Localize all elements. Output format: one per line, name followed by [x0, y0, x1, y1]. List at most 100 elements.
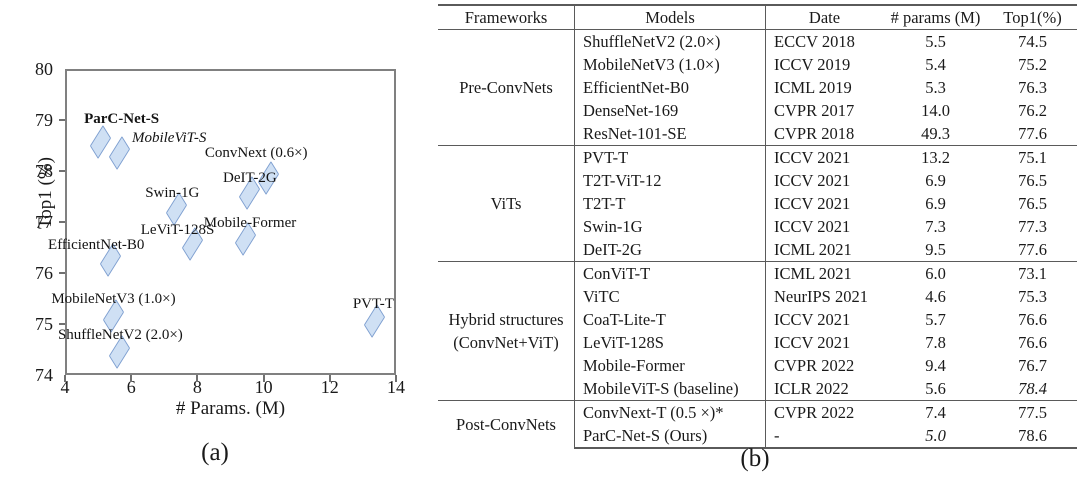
- cell-top1: 76.6: [1018, 333, 1047, 352]
- cell-params: 7.8: [925, 333, 946, 352]
- cell-model: PVT-T: [574, 145, 766, 169]
- cell-top1: 76.3: [1018, 78, 1047, 97]
- x-axis-title: # Params. (M): [175, 398, 286, 419]
- data-point-label: MobileNetV3 (1.0×): [51, 290, 176, 307]
- cell-model: EfficientNet-B0: [574, 76, 766, 99]
- y-tick-label: 75: [35, 314, 53, 334]
- cell-params: 7.4: [883, 400, 988, 424]
- cell-params: 49.3: [921, 124, 950, 143]
- cell-date: ICCV 2019: [765, 53, 883, 76]
- figure-a-caption: (a): [201, 439, 229, 466]
- cell-model: ConViT-T: [574, 261, 766, 285]
- cell-params: 6.0: [883, 261, 988, 285]
- cell-model: ParC-Net-S (Ours): [574, 424, 766, 449]
- cell-params: 5.7: [925, 310, 946, 329]
- x-tick-label: 4: [60, 377, 70, 397]
- cell-date: CVPR 2018: [765, 122, 883, 146]
- cell-top1: 75.2: [1018, 55, 1047, 74]
- framework-group-label-line: Hybrid structures: [448, 310, 564, 329]
- x-tick-label: 6: [126, 377, 136, 397]
- data-point-label: MobileViT-S: [131, 129, 207, 146]
- y-tick-label: 79: [35, 110, 53, 130]
- cell-params: 6.9: [925, 171, 946, 190]
- y-tick-label: 76: [35, 263, 53, 283]
- cell-params: 13.2: [883, 145, 988, 169]
- cell-top1: 77.5: [988, 400, 1077, 424]
- cell-model: ShuffleNetV2 (2.0×): [574, 29, 766, 53]
- cell-params: 6.9: [925, 194, 946, 213]
- framework-group-label: ViTs: [438, 145, 575, 262]
- framework-group-label: Post-ConvNets: [438, 400, 575, 448]
- y-tick-mark: [59, 323, 66, 325]
- cell-date: ICCV 2021: [765, 145, 883, 169]
- x-tick-mark: [262, 375, 265, 382]
- column-header: Models: [574, 4, 766, 30]
- data-point-label: PVT-T: [352, 295, 394, 312]
- cell-date: ICLR 2022: [765, 377, 883, 401]
- y-tick-mark: [59, 221, 66, 223]
- cell-model: MobileViT-S (baseline): [574, 377, 766, 401]
- data-point-label: ConvNext (0.6×): [204, 145, 308, 162]
- cell-model: ConvNext-T (0.5 ×)*: [574, 400, 766, 424]
- data-point-label: EfficientNet-B0: [48, 236, 145, 253]
- y-tick-label: 77: [35, 212, 53, 232]
- y-tick-label: 80: [35, 59, 53, 79]
- data-point-label: ShuffleNetV2 (2.0×): [57, 326, 183, 343]
- x-tick-label: 10: [254, 377, 273, 397]
- cell-top1: 76.7: [1018, 356, 1047, 375]
- y-tick-mark: [59, 272, 66, 274]
- cell-top1: 78.6: [988, 424, 1077, 449]
- cell-model: Mobile-Former: [574, 354, 766, 377]
- column-header: Top1(%): [988, 4, 1077, 30]
- cell-top1: 76.5: [1018, 171, 1047, 190]
- x-tick-mark: [196, 375, 199, 382]
- cell-date: -: [765, 424, 883, 449]
- cell-params: 14.0: [921, 101, 950, 120]
- cell-date: ECCV 2018: [765, 29, 883, 53]
- x-tick-label: 14: [387, 377, 405, 397]
- cell-params: 9.5: [925, 240, 946, 259]
- cell-model: ViTC: [574, 285, 766, 308]
- cell-top1: 77.3: [1018, 217, 1047, 236]
- column-header: Date: [765, 4, 883, 30]
- data-point-marker: [89, 125, 111, 160]
- x-tick-mark: [328, 375, 331, 382]
- cell-top1: 76.2: [1018, 101, 1047, 120]
- data-point-marker: [109, 135, 131, 170]
- y-tick-label: 74: [35, 365, 53, 385]
- cell-date: NeurIPS 2021: [765, 285, 883, 308]
- cell-top1: 73.1: [988, 261, 1077, 285]
- cell-params: 4.6: [925, 287, 946, 306]
- cell-model: DeIT-2G: [574, 238, 766, 262]
- x-tick-mark: [395, 375, 397, 382]
- cell-date: ICCV 2021: [765, 169, 883, 192]
- cell-params: 5.4: [925, 55, 946, 74]
- cell-date: ICML 2021: [765, 261, 883, 285]
- cell-params: 9.4: [925, 356, 946, 375]
- cell-date: ICCV 2021: [765, 192, 883, 215]
- cell-top1: 74.5: [988, 29, 1077, 53]
- cell-date: ICCV 2021: [765, 215, 883, 238]
- y-tick-label: 78: [35, 161, 53, 181]
- cell-model: CoaT-Lite-T: [574, 308, 766, 331]
- cell-params: 5.5: [883, 29, 988, 53]
- cell-params: 5.3: [925, 78, 946, 97]
- figure-b-caption: (b): [740, 445, 770, 472]
- column-header: # params (M): [883, 4, 988, 30]
